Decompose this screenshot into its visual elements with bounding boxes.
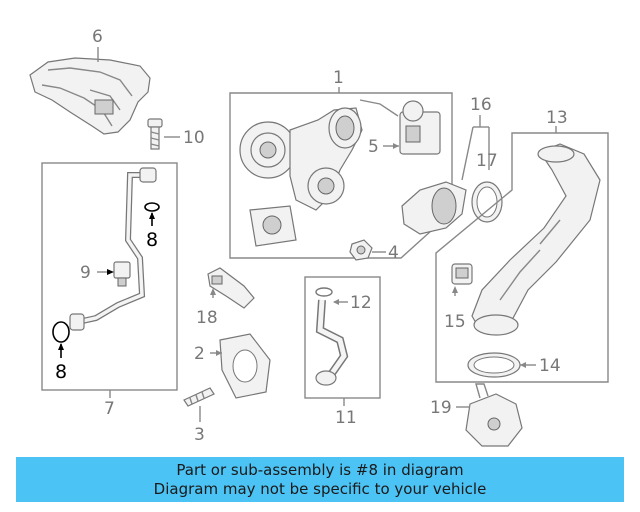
drain-pipe-part-11[interactable]	[315, 299, 349, 386]
bracket-part-19[interactable]	[465, 383, 523, 447]
seal-ring-part-14[interactable]	[467, 352, 521, 378]
callout-5: 5	[368, 137, 379, 157]
union-fitting-part-9[interactable]	[113, 261, 131, 287]
callout-17: 17	[476, 151, 498, 171]
bolt-part-10[interactable]	[147, 118, 163, 150]
callout-3: 3	[194, 425, 205, 445]
callout-16: 16	[470, 95, 492, 115]
callout-9: 9	[80, 263, 91, 283]
heat-shield-part-6[interactable]	[29, 57, 151, 135]
callout-1: 1	[333, 68, 344, 88]
sensor-part-15[interactable]	[451, 263, 473, 285]
callout-2: 2	[194, 344, 205, 364]
callout-12: 12	[350, 293, 372, 313]
seal-ring-part-12[interactable]	[315, 287, 333, 297]
callout-14: 14	[539, 356, 561, 376]
callout-11: 11	[335, 408, 357, 428]
oil-line-part-7[interactable]	[69, 167, 157, 331]
callout-7: 7	[104, 399, 115, 419]
callout-19: 19	[430, 398, 452, 418]
turbocharger-part-1[interactable]	[239, 107, 363, 247]
actuator-part-5[interactable]	[359, 99, 441, 155]
nut-part-4[interactable]	[349, 239, 373, 261]
callout-6: 6	[92, 27, 103, 47]
callout-4: 4	[388, 243, 399, 263]
banner-line-1: Part or sub-assembly is #8 in diagram	[176, 461, 464, 479]
gasket-part-2[interactable]	[219, 333, 271, 399]
charge-pipe-group-box	[435, 132, 609, 383]
callout-10: 10	[183, 128, 205, 148]
oil-line-group-box	[41, 162, 178, 391]
callout-13: 13	[546, 108, 568, 128]
o-ring-part-8-lower[interactable]	[52, 321, 70, 343]
callout-15: 15	[444, 312, 466, 332]
callout-18: 18	[196, 308, 218, 328]
sensor-part-18[interactable]	[207, 267, 255, 309]
stud-part-3[interactable]	[183, 387, 215, 407]
pipe-elbow-part-16[interactable]	[401, 181, 467, 235]
callout-8-upper: 8	[146, 229, 158, 251]
banner-line-2: Diagram may not be specific to your vehi…	[153, 480, 487, 498]
seal-washer-part-8-upper[interactable]	[144, 202, 160, 212]
turbocharger-group-box	[229, 92, 453, 259]
callout-8-lower: 8	[55, 361, 67, 383]
drain-pipe-group-box	[304, 276, 381, 399]
info-banner: Part or sub-assembly is #8 in diagram Di…	[16, 457, 624, 502]
charge-pipe-part-13[interactable]	[471, 143, 601, 336]
